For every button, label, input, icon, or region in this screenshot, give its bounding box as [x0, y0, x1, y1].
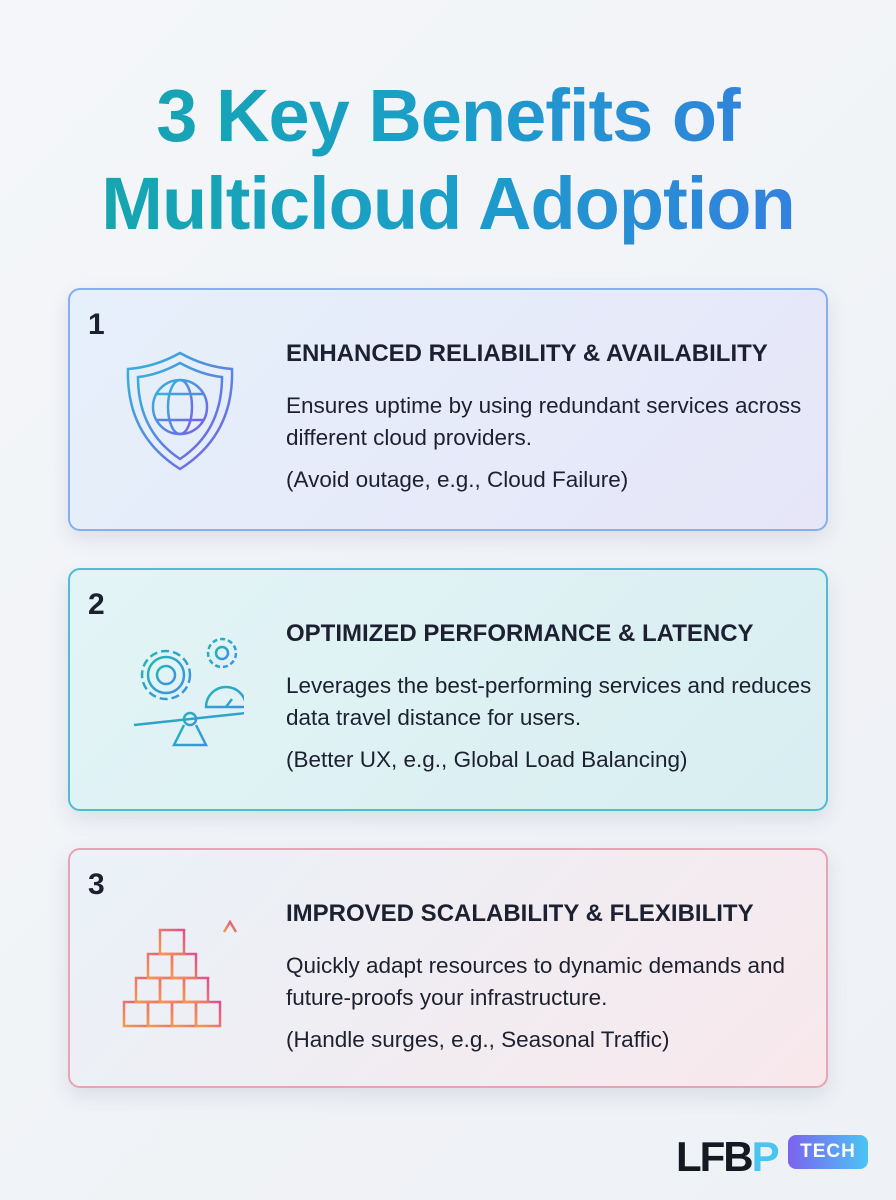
card-heading: OPTIMIZED PERFORMANCE & LATENCY: [286, 620, 754, 647]
card-number: 2: [88, 588, 105, 621]
page-title: 3 Key Benefits of Multicloud Adoption: [0, 72, 896, 248]
title-line-2: Multicloud Adoption: [101, 162, 795, 245]
card-note: (Avoid outage, e.g., Cloud Failure): [286, 467, 629, 492]
brand-accent: P: [751, 1133, 780, 1180]
card-body: Leverages the best-performing services a…: [286, 673, 812, 730]
benefit-card-performance: 2 OPTIMIZED PERFORMANCE & LATENCY Levera…: [68, 568, 828, 811]
card-heading: IMPROVED SCALABILITY & FLEXIBILITY: [286, 900, 754, 927]
gears-gauge-icon: [133, 637, 244, 747]
benefit-card-reliability: 1 ENHANCED RELIABILITY & AVAILABILITY En…: [68, 288, 828, 531]
brand-logo: LFBP: [676, 1133, 780, 1181]
benefit-card-scalability: 3 IMPROVED SCALABILITY & FLEXIBILITY Qui…: [68, 848, 828, 1088]
stacked-cubes-arrow-icon: [122, 919, 238, 1028]
brand-badge: TECH: [788, 1135, 868, 1169]
brand-main: LFB: [676, 1133, 754, 1180]
card-body: Quickly adapt resources to dynamic deman…: [286, 953, 786, 1010]
card-note: (Handle surges, e.g., Seasonal Traffic): [286, 1027, 670, 1052]
card-number: 3: [88, 868, 105, 901]
card-note: (Better UX, e.g., Global Load Balancing): [286, 747, 688, 772]
shield-globe-icon: [126, 351, 234, 471]
card-heading: ENHANCED RELIABILITY & AVAILABILITY: [286, 340, 768, 367]
title-line-1: 3 Key Benefits of: [156, 74, 740, 157]
card-body: Ensures uptime by using redundant servic…: [286, 393, 802, 450]
card-number: 1: [88, 308, 105, 341]
